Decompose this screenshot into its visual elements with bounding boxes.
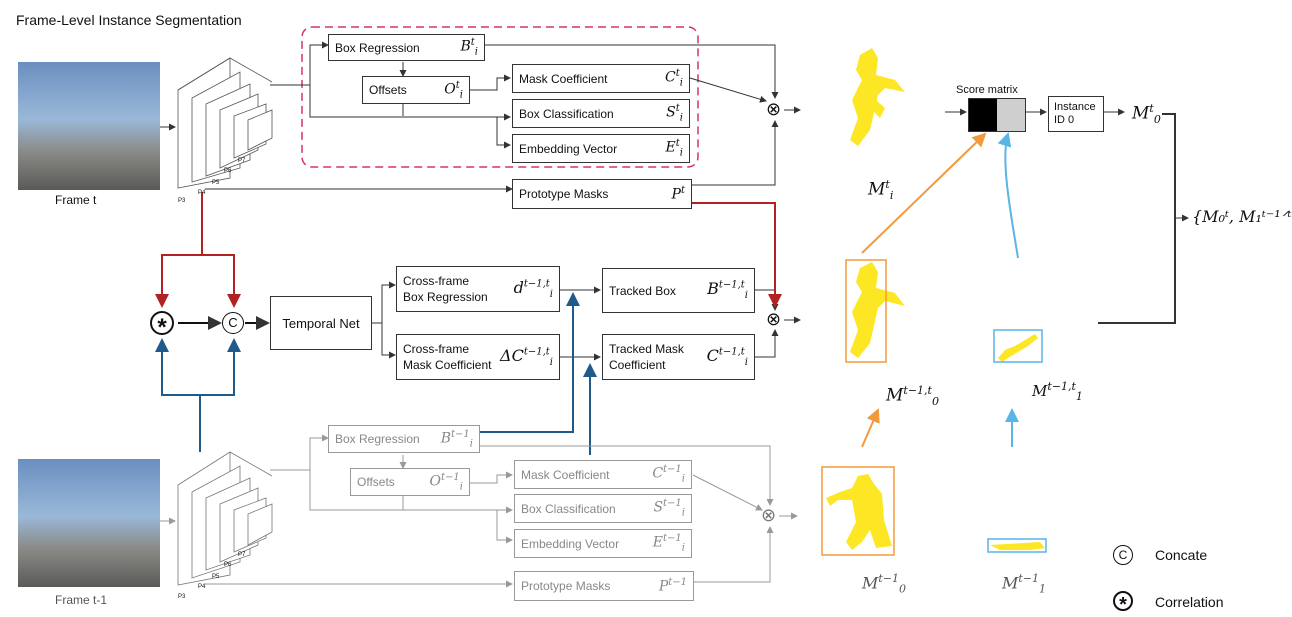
label-m0-tracked: Mt−1,t0 bbox=[886, 384, 939, 409]
multiply-operator-top: ⊗ bbox=[766, 99, 782, 119]
fpn-label-p3-bottom: P3 bbox=[178, 594, 186, 600]
mask-shape-tracked1 bbox=[998, 334, 1038, 362]
multiply-operator-middle: ⊗ bbox=[766, 309, 782, 329]
legend-correlation-icon: * bbox=[1113, 591, 1133, 616]
correlation-operator: * bbox=[150, 311, 174, 341]
frame-t1-image bbox=[18, 459, 160, 587]
mask-shape-prev0 bbox=[826, 474, 892, 550]
mask-shape-tracked0 bbox=[850, 262, 905, 358]
final-output: {M₀ᵗ, M₁ᵗ⁻¹ᐟᵗ} bbox=[1192, 207, 1292, 226]
multiply-operator-bottom: ⊗ bbox=[761, 505, 777, 525]
fpn-label-p4-top: P4 bbox=[198, 190, 206, 196]
frame-t-image bbox=[18, 62, 160, 190]
fpn-label-p4-bottom: P4 bbox=[198, 584, 206, 590]
label-m0-prev: Mt−10 bbox=[862, 572, 907, 596]
legend-concat-label: Concate bbox=[1155, 547, 1208, 563]
panel-title: Frame-Level Instance Segmentation bbox=[16, 12, 242, 28]
fpn-backbone-t1 bbox=[177, 451, 273, 586]
fpn-label-p5-top: P5 bbox=[212, 180, 220, 186]
score-matrix bbox=[968, 98, 1026, 132]
frame-t-label: Frame t bbox=[55, 193, 97, 207]
fpn-label-p5-bottom: P5 bbox=[212, 574, 220, 580]
label-mit: Mti bbox=[868, 178, 894, 203]
score-matrix-label: Score matrix bbox=[956, 84, 1018, 96]
mask-shape-top bbox=[850, 48, 905, 146]
legend-concat-icon: C bbox=[1113, 545, 1133, 565]
mask-shape-prev1 bbox=[990, 542, 1045, 550]
temporal-net: Temporal Net bbox=[270, 296, 372, 350]
score-cell-1 bbox=[997, 99, 1025, 131]
frame-t1-label: Frame t-1 bbox=[55, 593, 108, 607]
fpn-label-p7-bottom: P7 bbox=[238, 552, 246, 558]
fpn-backbone-t bbox=[177, 57, 273, 189]
output-m0t: Mt0 bbox=[1132, 102, 1161, 127]
label-m1-prev: Mt−11 bbox=[1002, 572, 1047, 596]
concat-operator: C bbox=[222, 312, 244, 334]
label-m1-tracked: Mt−1,t1 bbox=[1032, 380, 1083, 403]
fpn-label-p7-top: P7 bbox=[238, 158, 246, 164]
fpn-label-p6-bottom: P6 bbox=[224, 562, 232, 568]
fpn-label-p6-top: P6 bbox=[224, 168, 232, 174]
legend-correlation-label: Correlation bbox=[1155, 594, 1224, 610]
score-cell-0 bbox=[969, 99, 997, 131]
fpn-label-p3-top: P3 bbox=[178, 198, 186, 204]
